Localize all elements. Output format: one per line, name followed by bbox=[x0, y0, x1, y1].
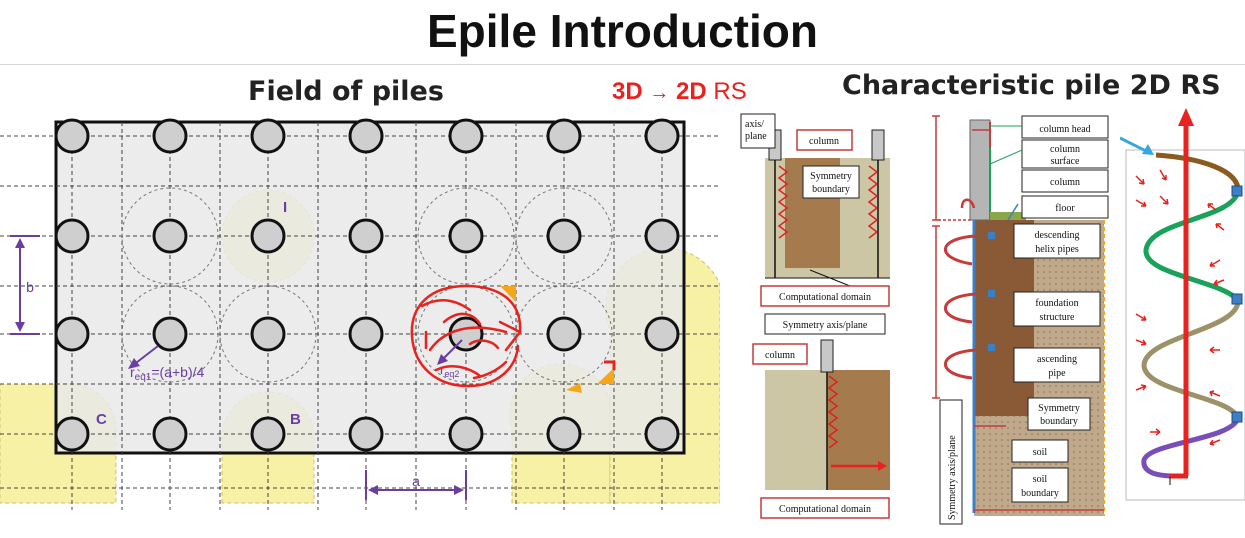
column-top-box bbox=[796, 129, 853, 151]
req2-label: req2 bbox=[440, 362, 459, 379]
axis-plane-line-1: axis/ bbox=[745, 119, 764, 130]
top-right-helix bbox=[867, 165, 879, 239]
label-I: I bbox=[283, 199, 287, 216]
req2-arrow bbox=[437, 339, 463, 365]
symmetry-axis-plane-box bbox=[764, 313, 886, 335]
blue-markers bbox=[988, 232, 995, 351]
computational-domain-bottom-box bbox=[760, 497, 890, 519]
helix-segment-brown bbox=[1155, 152, 1241, 193]
computational-domain-top-label: Computational domain bbox=[779, 292, 871, 303]
req1-label: req1=(a+b)/4 bbox=[130, 364, 204, 383]
blue-pointer bbox=[1120, 136, 1149, 154]
red-helix-loops bbox=[944, 234, 977, 380]
axis-plane-line-2: plane bbox=[745, 131, 767, 142]
field-of-piles-heading: Field of piles bbox=[248, 76, 444, 107]
field-of-piles-diagram: b a I B C req1=(a+b)/4 req2 bbox=[0, 118, 720, 510]
req2-r: r bbox=[440, 362, 445, 377]
label-column: column bbox=[1050, 177, 1080, 188]
piles bbox=[54, 118, 680, 452]
symmetry-boundary-line-2: boundary bbox=[812, 184, 850, 195]
symmetry-axis-box bbox=[939, 399, 963, 525]
rs-arrow: → bbox=[649, 82, 670, 104]
label-connectors bbox=[989, 125, 1023, 165]
column-bottom-label: column bbox=[765, 350, 795, 361]
label-soil-boundary-2: boundary bbox=[1021, 488, 1059, 499]
computational-domain-diagrams: axis/ plane column Symmetry boundary Com… bbox=[740, 113, 890, 519]
computational-domain-bottom-label: Computational domain bbox=[779, 504, 871, 515]
helix-segment-green bbox=[1143, 190, 1241, 302]
rs-heading: 3D → 2D RS bbox=[612, 78, 747, 106]
bottom-red-arrowhead bbox=[878, 461, 887, 471]
floor-connector bbox=[1007, 203, 1019, 221]
influence-circles bbox=[121, 187, 613, 383]
axis-plane-box bbox=[740, 113, 776, 149]
red-annotations bbox=[410, 284, 522, 388]
page-title: Epile Introduction bbox=[427, 5, 818, 57]
req1-formula: =(a+b)/4 bbox=[151, 364, 204, 380]
orange-markers bbox=[500, 286, 614, 393]
label-symmetry-boundary-2: boundary bbox=[1040, 416, 1078, 427]
helix-segment-purple bbox=[1141, 416, 1241, 479]
pile-label-boxes bbox=[1011, 115, 1109, 503]
column-top-label: column bbox=[809, 136, 839, 147]
floor-strip bbox=[990, 212, 1026, 220]
label-a: a bbox=[412, 473, 420, 489]
label-column-head: column head bbox=[1039, 124, 1090, 135]
label-soil-boundary-1: soil bbox=[1033, 474, 1048, 485]
dimension-a bbox=[365, 470, 467, 500]
helix-detail-diagram bbox=[1120, 108, 1245, 501]
label-C: C bbox=[96, 411, 107, 428]
bottom-helix bbox=[827, 375, 839, 449]
label-b: b bbox=[26, 279, 34, 295]
label-descending-1: descending bbox=[1035, 230, 1080, 241]
red-floor-loop bbox=[960, 198, 976, 209]
characteristic-pile-heading: Characteristic pile 2D RS bbox=[842, 70, 1221, 101]
characteristic-pile-diagram: Symmetry axis/plane column head column s… bbox=[932, 115, 1109, 525]
column-bottom-box bbox=[752, 343, 808, 365]
label-foundation-2: structure bbox=[1040, 312, 1076, 323]
blue-pointer-head bbox=[1142, 144, 1154, 155]
computational-domain-top-box bbox=[760, 285, 890, 307]
symmetry-boundary-line-1: Symmetry bbox=[810, 171, 852, 182]
req1-arrow bbox=[128, 345, 159, 369]
bottom-column bbox=[820, 339, 834, 373]
rs-from: 3D bbox=[612, 78, 643, 105]
label-foundation-1: foundation bbox=[1035, 298, 1078, 309]
label-ascending-2: pipe bbox=[1048, 368, 1066, 379]
label-symmetry-boundary-1: Symmetry bbox=[1038, 403, 1080, 414]
label-column-surface-1: column bbox=[1050, 144, 1080, 155]
rs-to: 2D bbox=[676, 78, 707, 105]
dimension-b bbox=[10, 235, 40, 335]
symmetry-axis-label: Symmetry axis/plane bbox=[947, 435, 958, 520]
label-floor: floor bbox=[1055, 203, 1075, 214]
title-divider bbox=[0, 64, 1245, 65]
top-left-helix bbox=[777, 165, 789, 239]
label-soil: soil bbox=[1033, 447, 1048, 458]
top-right-column bbox=[871, 129, 885, 161]
field-boundary bbox=[54, 120, 686, 455]
label-descending-2: helix pipes bbox=[1035, 244, 1079, 255]
req1-sub: eq1 bbox=[135, 372, 152, 383]
helix-segment-khaki bbox=[1141, 299, 1241, 420]
req1-r: r bbox=[130, 364, 135, 380]
label-ascending-1: ascending bbox=[1037, 354, 1077, 365]
red-brackets bbox=[932, 115, 1104, 511]
helix-markers bbox=[1231, 185, 1243, 423]
red-corner-mark bbox=[604, 360, 616, 370]
symmetry-boundary-box bbox=[802, 165, 860, 199]
computational-domain-top-pointer bbox=[809, 269, 851, 287]
rs-suffix: RS bbox=[713, 78, 747, 105]
ascending-pipe-arrowhead bbox=[1178, 108, 1194, 126]
symmetry-axis-plane-label: Symmetry axis/plane bbox=[783, 320, 868, 331]
label-B: B bbox=[290, 411, 301, 428]
req2-sub: eq2 bbox=[444, 369, 459, 379]
label-column-surface-2: surface bbox=[1051, 156, 1080, 167]
flux-arrows bbox=[1135, 169, 1225, 446]
